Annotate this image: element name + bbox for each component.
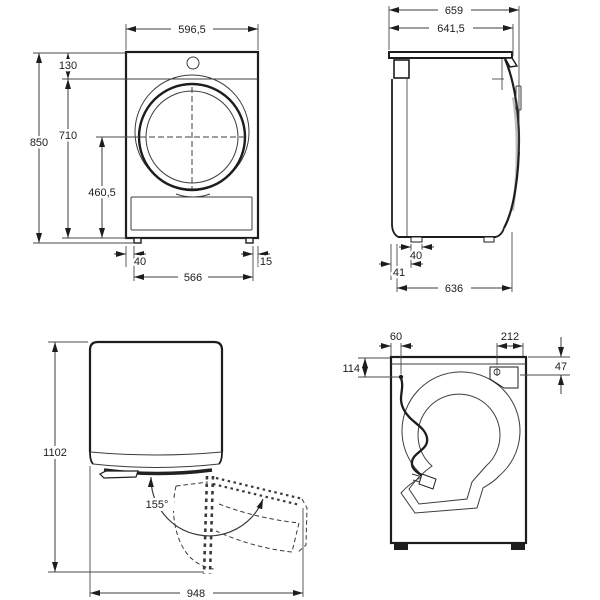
top-body-right-corner <box>218 451 223 465</box>
dim-top-depth-door-open: 1102 <box>43 447 67 459</box>
top-front-tab <box>98 470 139 479</box>
rear-foot-right <box>511 543 525 550</box>
dim-front-feet-spacing: 566 <box>184 272 202 284</box>
side-rear-trim <box>393 59 410 79</box>
side-view: 659 641,5 40 41 636 <box>379 3 522 298</box>
dim-front-width: 596,5 <box>178 24 206 36</box>
top-view: 155° 1102 948 <box>37 340 308 600</box>
rear-power-cord <box>399 376 429 479</box>
side-foot-front <box>410 236 423 243</box>
front-program-knob <box>186 56 200 70</box>
rear-plug-prong-2 <box>412 479 421 483</box>
dim-front-total-height: 850 <box>30 137 48 149</box>
top-front-band-upper <box>89 451 223 456</box>
dim-rear-cord-left: 60 <box>390 331 402 343</box>
rear-plug-prong-1 <box>411 473 420 477</box>
side-front-bottom-corner <box>495 227 505 238</box>
side-lid-latch <box>503 57 519 68</box>
dim-front-body-height: 710 <box>59 130 77 142</box>
dim-front-foot-left: 40 <box>134 256 146 268</box>
rear-plug <box>418 473 437 490</box>
side-top-lid <box>388 51 513 59</box>
top-body-outline <box>88 340 224 452</box>
dim-side-foot-back-offset: 41 <box>393 267 405 279</box>
side-foot-back <box>483 236 495 243</box>
top-front-band-lower <box>92 463 220 468</box>
front-kick-panel <box>130 196 253 231</box>
dim-front-door-center: 460,5 <box>88 187 116 199</box>
dim-side-depth-total: 659 <box>445 5 463 17</box>
top-body-left-corner <box>89 451 94 465</box>
dim-side-depth-body: 641,5 <box>437 23 465 35</box>
top-door-open-90 <box>173 475 215 575</box>
rear-duct-outline-inner <box>408 393 501 505</box>
front-foot-left <box>133 237 142 244</box>
rear-view: 60 212 114 47 <box>340 329 570 550</box>
dim-side-depth-base: 636 <box>445 283 463 295</box>
side-extension-lines <box>388 6 520 292</box>
dim-front-panel-height: 130 <box>59 60 77 72</box>
top-extension-lines <box>48 341 304 597</box>
side-door-handle <box>515 85 522 111</box>
dim-rear-connector-right: 212 <box>501 331 519 343</box>
dim-top-width-door-open: 948 <box>187 588 205 600</box>
dim-side-foot-width: 40 <box>410 250 422 262</box>
side-back-edge <box>391 79 399 238</box>
dim-rear-cord-top: 114 <box>342 363 360 375</box>
dim-rear-connector-height: 47 <box>555 361 567 373</box>
rear-foot-left <box>394 543 408 550</box>
dim-front-foot-right: 15 <box>260 256 272 268</box>
top-door-open-155 <box>212 476 308 554</box>
rear-duct-outline-outer <box>400 371 521 514</box>
front-view: 596,5 130 850 710 460,5 40 566 15 <box>25 22 275 287</box>
front-foot-right <box>245 237 254 244</box>
dim-door-angle: 155° <box>146 499 169 511</box>
